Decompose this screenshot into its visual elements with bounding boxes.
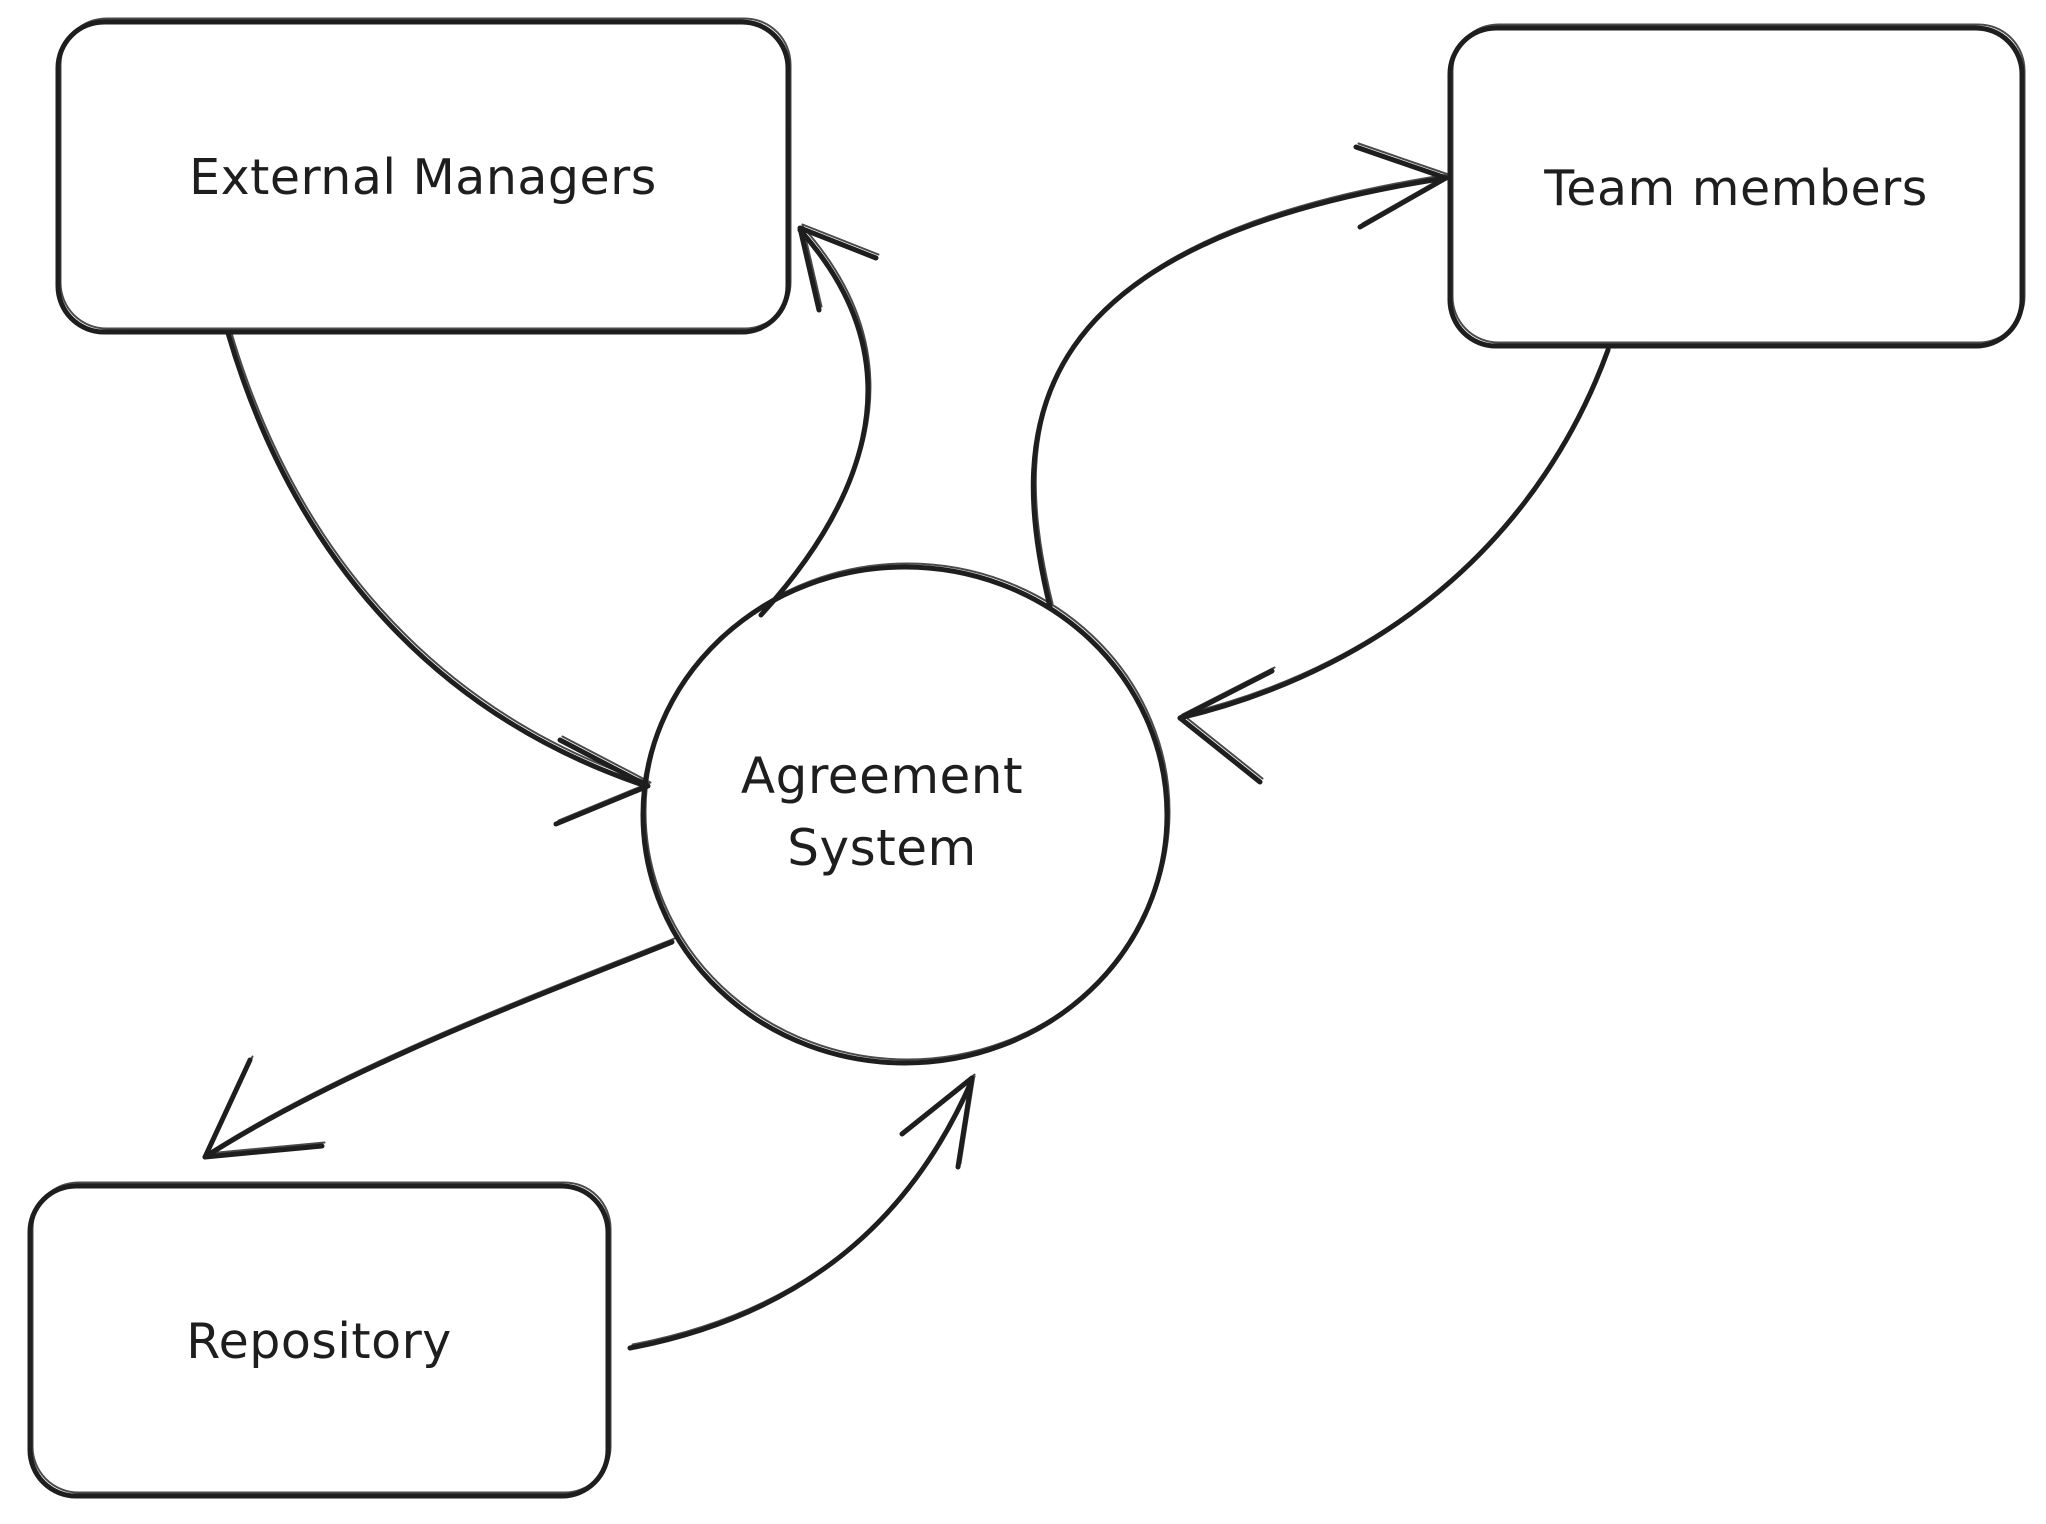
sketch-pass-primary xyxy=(30,22,2022,1496)
sketch-pass-secondary xyxy=(31,17,2026,1494)
label-external-managers: External Managers xyxy=(189,149,657,206)
diagram-labels: External Managers Team members Agreement… xyxy=(186,149,1928,1370)
label-repository: Repository xyxy=(186,1313,452,1370)
label-team-members: Team members xyxy=(1543,160,1928,217)
label-agreement-system-line1: Agreement xyxy=(741,747,1023,805)
label-agreement-system-line2: System xyxy=(787,819,976,877)
